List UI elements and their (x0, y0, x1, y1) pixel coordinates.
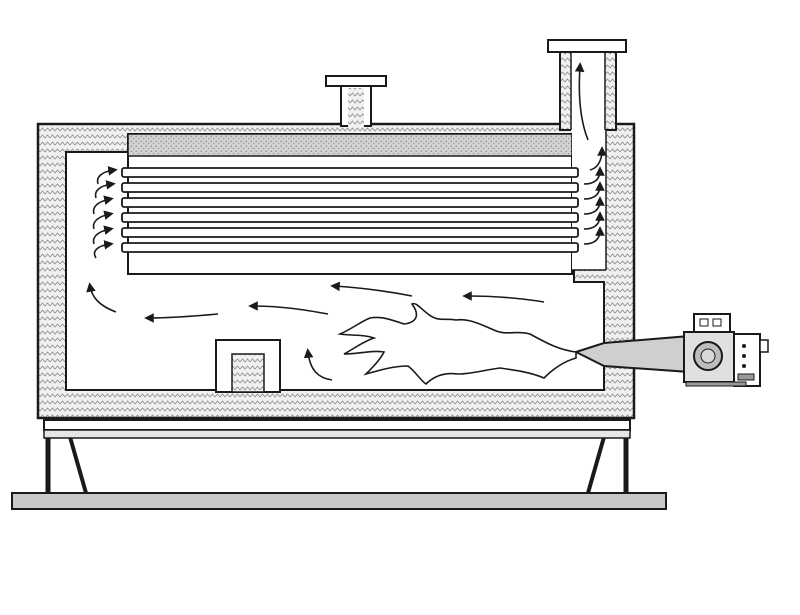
saddle-bar (43, 419, 631, 431)
fire-tube (121, 167, 579, 178)
fire-tube (121, 227, 579, 238)
flow-arrow-icon (574, 62, 589, 141)
outlet-nozzle (325, 75, 387, 128)
burner-assembly-icon (683, 313, 769, 387)
flame (337, 302, 577, 386)
flow-arrow-icon (583, 211, 605, 230)
fire-tube (121, 242, 579, 253)
flow-arrow-icon (92, 225, 114, 245)
flow-arrow-icon (583, 166, 605, 185)
flow-arrow-icon (248, 301, 329, 315)
flow-arrows (86, 62, 607, 381)
flow-arrow-icon (583, 226, 605, 245)
base-plate (11, 492, 667, 510)
flow-arrow-icon (92, 210, 114, 230)
flow-arrow-icon (86, 282, 117, 313)
flow-arrow-icon (583, 196, 605, 215)
fire-tube-bank (121, 167, 579, 253)
baffle-core (231, 353, 265, 393)
flow-arrow-icon (93, 240, 114, 259)
fire-tube (121, 182, 579, 193)
flow-arrow-icon (589, 146, 607, 171)
saddle-bar-lower (43, 429, 631, 439)
fire-tube (121, 212, 579, 223)
flow-arrow-icon (92, 195, 114, 215)
jacket-packing (127, 133, 573, 157)
exhaust-stack (547, 39, 627, 132)
flow-arrow-icon (330, 281, 413, 297)
flow-arrow-icon (94, 180, 116, 199)
flow-arrow-icon (462, 291, 545, 303)
flow-arrow-icon (303, 348, 333, 381)
flow-arrow-icon (583, 181, 605, 200)
flow-arrow-icon (144, 313, 219, 323)
flow-arrow-icon (96, 166, 118, 185)
fire-tube (121, 197, 579, 208)
